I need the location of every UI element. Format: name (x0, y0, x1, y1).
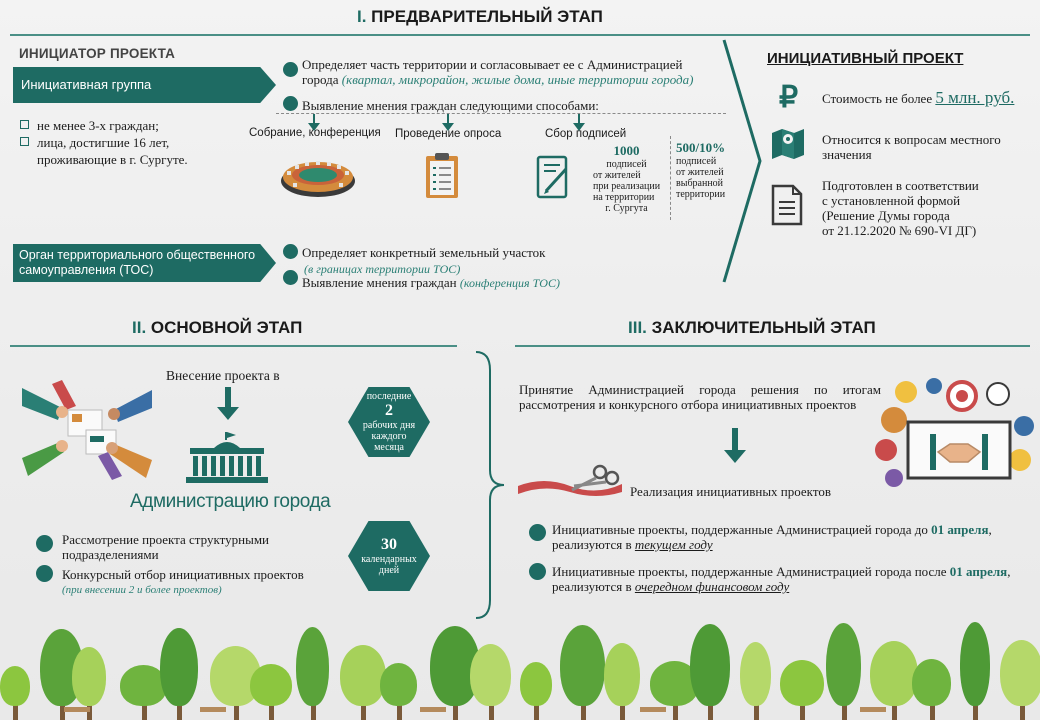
arrow-down-icon (573, 114, 585, 131)
hex-review-period: 30 календарных дней (348, 521, 430, 591)
bench-decoration (420, 707, 446, 712)
bullet-dot (283, 96, 298, 111)
ribbon-scissors-icon (518, 464, 622, 496)
checkbox-icon (20, 137, 29, 146)
project-local: Относится к вопросам местного значения (822, 132, 1001, 162)
handshake-illustration (875, 378, 1034, 487)
bullet-dot (36, 535, 53, 552)
trees-footer (0, 615, 1040, 720)
ruble-icon: ₽ (779, 81, 799, 114)
tree-decoration (960, 622, 990, 720)
arrow-down-icon (442, 114, 454, 131)
bullet-dot (529, 563, 546, 580)
group-label-box: Инициативная группа (13, 67, 276, 103)
bench-decoration (640, 707, 666, 712)
tree-decoration (470, 644, 511, 720)
arrow-down-icon (217, 387, 239, 420)
tos-bullet-opinion: Выявление мнения граждан (конференция ТО… (302, 275, 560, 290)
tree-decoration (826, 623, 861, 720)
method-meeting: Собрание, конференция (249, 127, 381, 139)
submit-text: Внесение проекта в (166, 368, 280, 383)
tree-decoration (0, 666, 30, 720)
contest-text: Конкурсный отбор инициативных проектов (62, 567, 304, 582)
review-text: Рассмотрение проекта структурными подраз… (62, 532, 269, 562)
after-april-text: Инициативные проекты, поддержанные Админ… (552, 564, 1011, 594)
bullet-opinion: Выявление мнения граждан следующими спос… (302, 98, 599, 113)
tree-decoration (340, 645, 386, 720)
project-cost: Стоимость не более 5 млн. руб. (822, 88, 1015, 107)
tree-decoration (250, 664, 292, 720)
stage2-heading: II. ОСНОВНОЙ ЭТАП (132, 318, 303, 337)
group-requirements: не менее 3-х граждан; лица, достигшие 16… (20, 117, 240, 168)
arrow-down-icon (724, 428, 746, 463)
tree-decoration (560, 625, 605, 720)
tree-decoration (1000, 640, 1040, 720)
bullet-dot (283, 62, 298, 77)
contest-note: (при внесении 2 и более проектов) (62, 584, 222, 596)
tree-decoration (120, 665, 167, 720)
dashed-divider (276, 113, 726, 114)
tree-decoration (690, 624, 730, 720)
government-building-icon (186, 432, 268, 483)
bullet-dot (283, 244, 298, 259)
tree-decoration (780, 660, 824, 720)
project-title: ИНИЦИАТИВНЫЙ ПРОЕКТ (767, 50, 964, 67)
before-april-text: Инициативные проекты, поддержанные Админ… (552, 522, 992, 552)
document-icon (771, 184, 803, 226)
chevron-right-icon (722, 39, 762, 283)
tree-decoration (912, 659, 951, 720)
tree-decoration (296, 627, 329, 720)
signatures-territory: 500/10% подписей от жителей выбранной те… (676, 140, 726, 200)
decision-text: Принятие Администрацией города решения п… (519, 382, 881, 412)
signatures-city: 1000 подписей от жителей при реализации … (593, 143, 661, 214)
bench-decoration (200, 707, 226, 712)
signature-icon (536, 155, 568, 199)
bullet-dot (529, 524, 546, 541)
stage3-heading: III. ЗАКЛЮЧИТЕЛЬНЫЙ ЭТАП (628, 318, 876, 337)
bench-decoration (860, 707, 886, 712)
map-icon (772, 129, 804, 159)
tree-decoration (870, 641, 918, 720)
tree-decoration (380, 663, 417, 720)
tree-decoration (740, 642, 771, 720)
signatures-divider (670, 136, 671, 220)
bench-decoration (64, 707, 90, 712)
tos-label-box: Орган территориального общественного сам… (13, 244, 276, 282)
arrow-down-icon (308, 114, 320, 131)
method-survey: Проведение опроса (395, 128, 502, 140)
checkbox-icon (20, 120, 29, 129)
clipboard-icon (426, 153, 458, 198)
stage2-rule (10, 345, 457, 347)
admin-text: Администрацию города (130, 491, 331, 512)
project-form: Подготовлен в соответствии с установленн… (822, 178, 979, 238)
tos-bullet-land: Определяет конкретный земельный участок (302, 245, 546, 260)
hex-submission-period: последние 2 рабочих дня каждого месяца (348, 387, 430, 457)
bullet-dot (36, 565, 53, 582)
stage1-heading: I. ПРЕДВАРИТЕЛЬНЫЙ ЭТАП (357, 7, 603, 26)
bullet-define-territory: Определяет часть территории и согласовыв… (302, 57, 694, 87)
stadium-icon (281, 161, 355, 197)
stage1-rule (10, 34, 1030, 36)
implementation-text: Реализация инициативных проектов (630, 484, 831, 499)
tree-decoration (520, 662, 552, 720)
stage3-rule (515, 345, 1030, 347)
brace-divider (475, 351, 505, 619)
teamwork-illustration (22, 380, 152, 480)
initiator-header: ИНИЦИАТОР ПРОЕКТА (19, 46, 176, 61)
method-signatures: Сбор подписей (545, 128, 627, 140)
bullet-dot (283, 270, 298, 285)
tos-bullet-land-note: (в границах территории ТОС) (304, 262, 461, 276)
tree-decoration (160, 628, 198, 720)
tree-decoration (604, 643, 640, 720)
